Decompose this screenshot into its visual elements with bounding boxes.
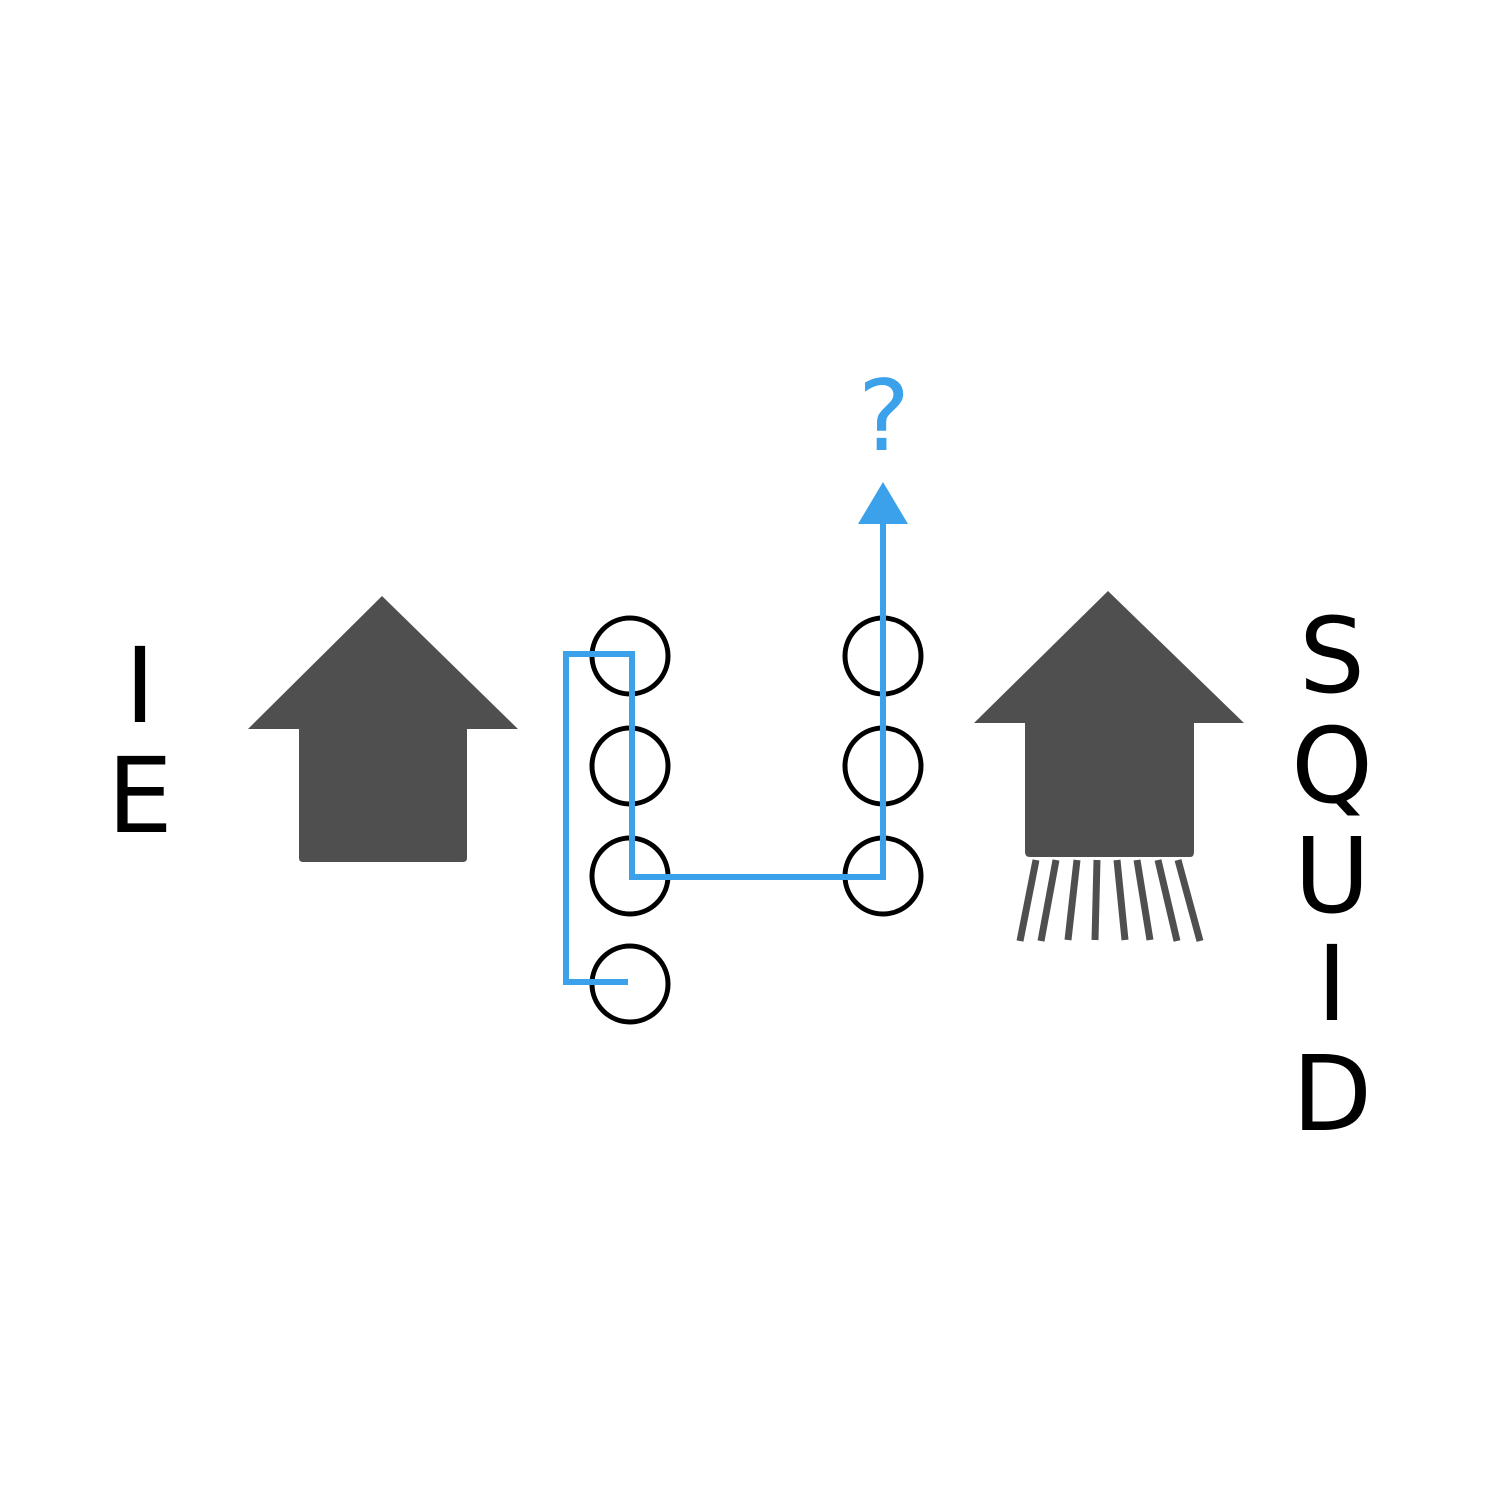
tentacle-3: [1064, 859, 1081, 941]
right-label-letter-4: I: [1317, 923, 1348, 1045]
route-line: [563, 520, 886, 985]
tentacle-4: [1091, 859, 1101, 941]
tentacle-8: [1174, 859, 1204, 942]
right-label-letter-5: D: [1292, 1033, 1372, 1155]
tentacle-1: [1016, 859, 1040, 942]
tentacle-5: [1113, 859, 1129, 941]
squid-tentacles: [1016, 859, 1204, 942]
house-arrow-shape: [248, 596, 518, 862]
route-path: [563, 482, 908, 985]
tentacle-7: [1154, 859, 1181, 942]
right-label-letter-1: S: [1299, 595, 1365, 717]
house-arrow-icon: [248, 596, 518, 862]
left-label: I E: [107, 625, 173, 857]
left-label-letter-2: E: [107, 735, 173, 857]
right-label: S Q U I D: [1291, 595, 1373, 1155]
right-label-letter-2: Q: [1291, 705, 1373, 827]
route-arrowhead-icon: [858, 482, 908, 524]
squid-arrow-icon: [974, 591, 1244, 942]
tentacle-6: [1133, 859, 1154, 941]
left-label-letter-1: I: [125, 625, 156, 747]
tentacle-2: [1037, 859, 1060, 942]
right-label-letter-3: U: [1294, 815, 1370, 937]
squid-arrow-body: [974, 591, 1244, 857]
question-mark: ?: [858, 360, 910, 474]
